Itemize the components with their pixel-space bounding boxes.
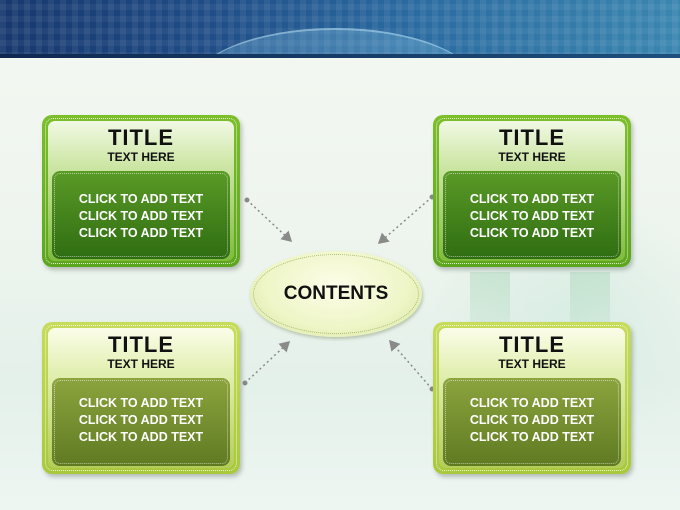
title-box-top-left[interactable]: TITLE TEXT HERE CLICK TO ADD TEXT CLICK … <box>42 115 240 267</box>
connector-top-left <box>244 197 293 243</box>
text-line[interactable]: CLICK TO ADD TEXT <box>78 226 204 240</box>
title-box-bottom-right[interactable]: TITLE TEXT HERE CLICK TO ADD TEXT CLICK … <box>433 322 631 474</box>
box-outline <box>436 325 628 471</box>
box-outline <box>45 325 237 471</box>
ellipse-outline <box>253 254 419 334</box>
box-text-panel[interactable]: CLICK TO ADD TEXT CLICK TO ADD TEXT CLIC… <box>443 171 621 259</box>
title-box-bottom-left[interactable]: TITLE TEXT HERE CLICK TO ADD TEXT CLICK … <box>42 322 240 474</box>
text-line[interactable]: CLICK TO ADD TEXT <box>469 192 595 206</box>
text-line[interactable]: CLICK TO ADD TEXT <box>78 209 204 223</box>
panel-outline <box>54 380 228 464</box>
panel-outline <box>54 173 228 257</box>
header-edge <box>0 54 680 58</box>
box-subtitle[interactable]: TEXT HERE <box>107 357 175 371</box>
box-subtitle[interactable]: TEXT HERE <box>107 150 175 164</box>
box-outline <box>436 118 628 264</box>
text-line[interactable]: CLICK TO ADD TEXT <box>469 209 595 223</box>
box-title[interactable]: TITLE <box>107 332 175 357</box>
connector-top-right <box>377 194 435 244</box>
header-band <box>0 0 680 58</box>
box-text-panel[interactable]: CLICK TO ADD TEXT CLICK TO ADD TEXT CLIC… <box>443 378 621 466</box>
box-title[interactable]: TITLE <box>107 125 175 150</box>
box-title[interactable]: TITLE <box>498 125 566 150</box>
box-subtitle[interactable]: TEXT HERE <box>498 150 566 164</box>
contents-ellipse[interactable]: CONTENTS <box>250 251 422 337</box>
contents-label[interactable]: CONTENTS <box>283 283 389 304</box>
text-line[interactable]: CLICK TO ADD TEXT <box>469 396 595 410</box>
text-line[interactable]: CLICK TO ADD TEXT <box>78 192 204 206</box>
text-line[interactable]: CLICK TO ADD TEXT <box>78 396 204 410</box>
panel-outline <box>445 173 619 257</box>
title-box-top-right[interactable]: TITLE TEXT HERE CLICK TO ADD TEXT CLICK … <box>433 115 631 267</box>
box-text-panel[interactable]: CLICK TO ADD TEXT CLICK TO ADD TEXT CLIC… <box>52 378 230 466</box>
box-outline <box>45 118 237 264</box>
connector-bottom-left <box>242 340 291 386</box>
box-text-panel[interactable]: CLICK TO ADD TEXT CLICK TO ADD TEXT CLIC… <box>52 171 230 259</box>
panel-outline <box>445 380 619 464</box>
box-subtitle[interactable]: TEXT HERE <box>498 357 566 371</box>
text-line[interactable]: CLICK TO ADD TEXT <box>78 430 204 444</box>
text-line[interactable]: CLICK TO ADD TEXT <box>469 413 595 427</box>
text-line[interactable]: CLICK TO ADD TEXT <box>469 226 595 240</box>
box-title[interactable]: TITLE <box>498 332 566 357</box>
text-line[interactable]: CLICK TO ADD TEXT <box>469 430 595 444</box>
connector-bottom-right <box>389 339 435 392</box>
text-line[interactable]: CLICK TO ADD TEXT <box>78 413 204 427</box>
